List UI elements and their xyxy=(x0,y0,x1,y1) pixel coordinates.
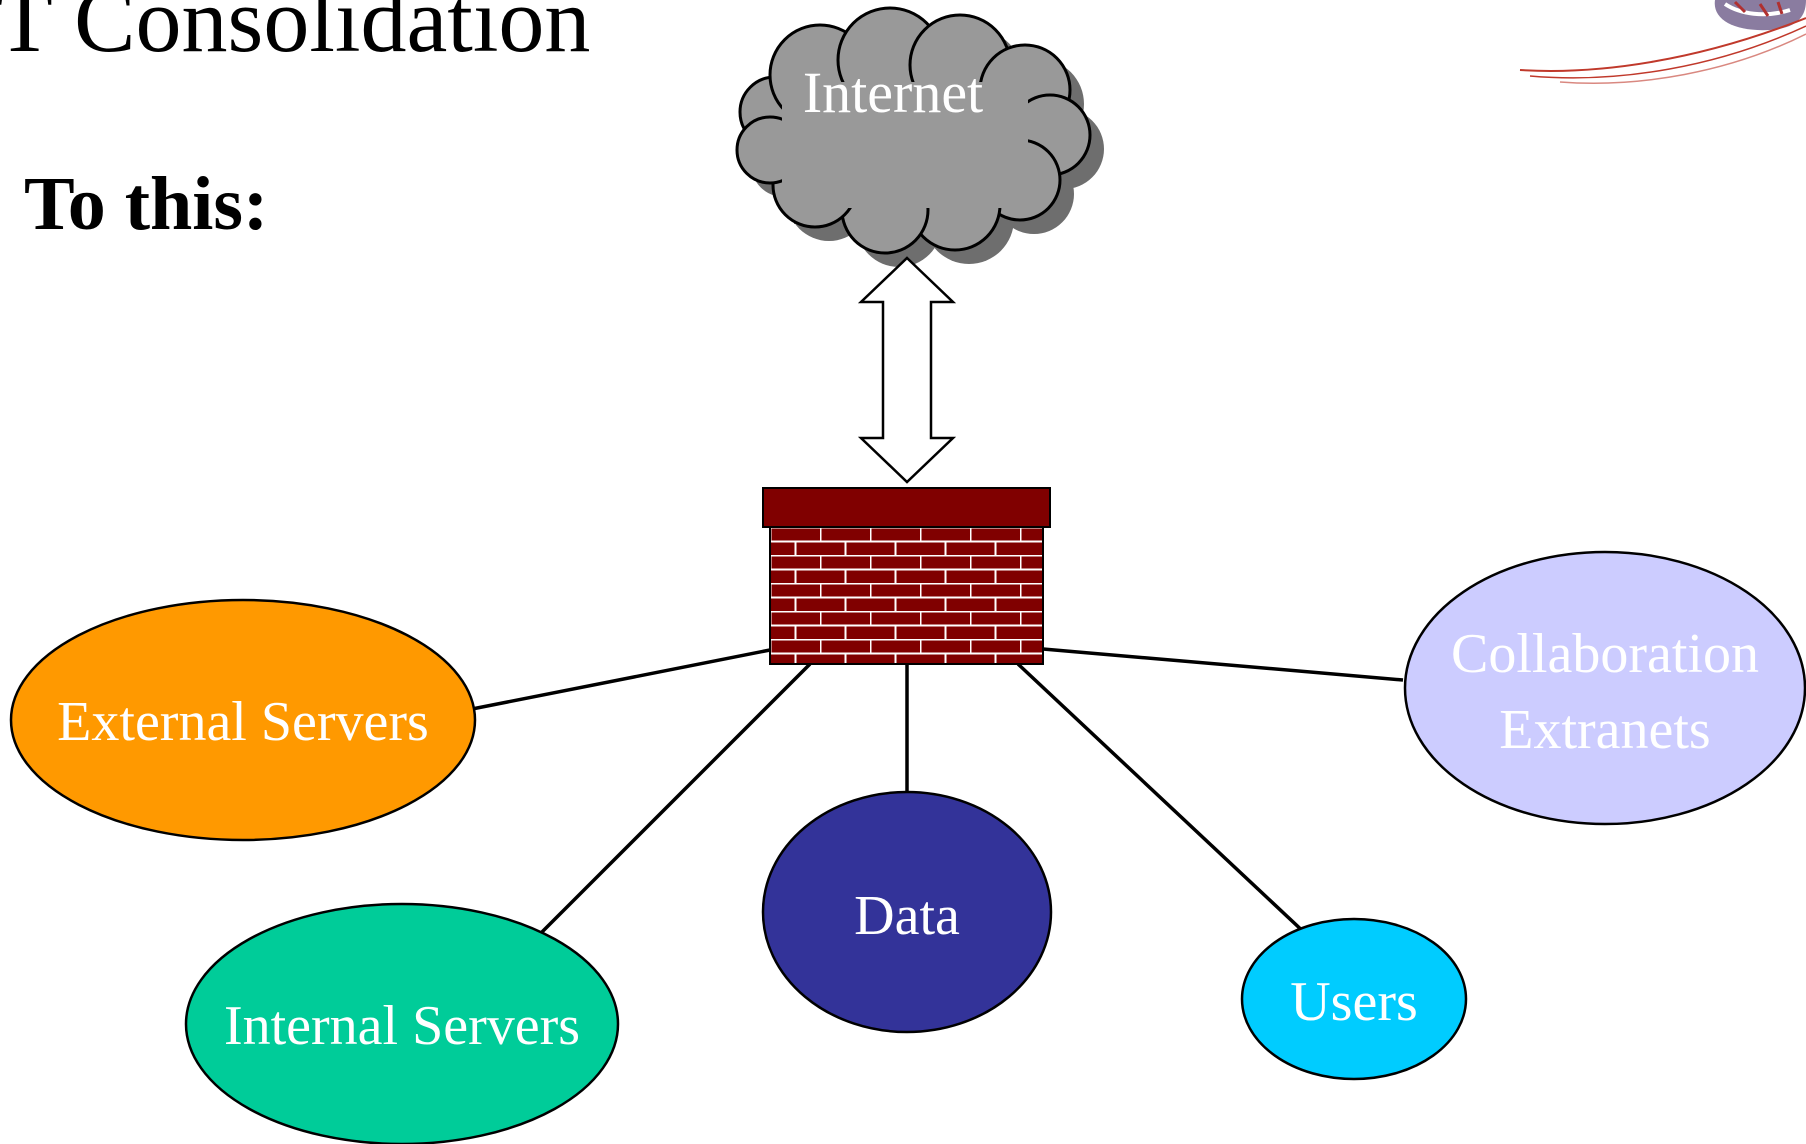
connections xyxy=(471,647,1404,937)
extranets-label: Extranets xyxy=(1499,699,1710,761)
node-data[interactable]: Data xyxy=(761,790,1053,1034)
edge-collaboration-extranets xyxy=(1042,647,1404,682)
data-label: Data xyxy=(854,885,960,947)
bidirectional-arrow-icon xyxy=(857,256,957,484)
internet-cloud[interactable]: Internet xyxy=(735,6,1104,267)
internal-servers-label: Internal Servers xyxy=(224,995,580,1057)
collaboration-label: Collaboration xyxy=(1451,623,1759,685)
edge-users xyxy=(1016,662,1309,937)
internet-label: Internet xyxy=(803,60,983,125)
external-servers-label: External Servers xyxy=(57,691,429,753)
slide-subtitle: To this: xyxy=(24,162,269,246)
edge-internal-servers xyxy=(538,662,812,936)
globe-logo-icon xyxy=(1519,0,1806,84)
edge-external-servers xyxy=(471,648,771,711)
users-label: Users xyxy=(1290,971,1418,1033)
node-users[interactable]: Users xyxy=(1240,917,1468,1081)
node-external-servers[interactable]: External Servers xyxy=(9,598,477,842)
firewall-icon[interactable] xyxy=(762,487,1051,665)
node-collaboration-extranets[interactable]: Collaboration Extranets xyxy=(1403,550,1806,826)
node-internal-servers[interactable]: Internal Servers xyxy=(184,902,620,1144)
slide-title: IT Consolidation xyxy=(0,0,591,71)
